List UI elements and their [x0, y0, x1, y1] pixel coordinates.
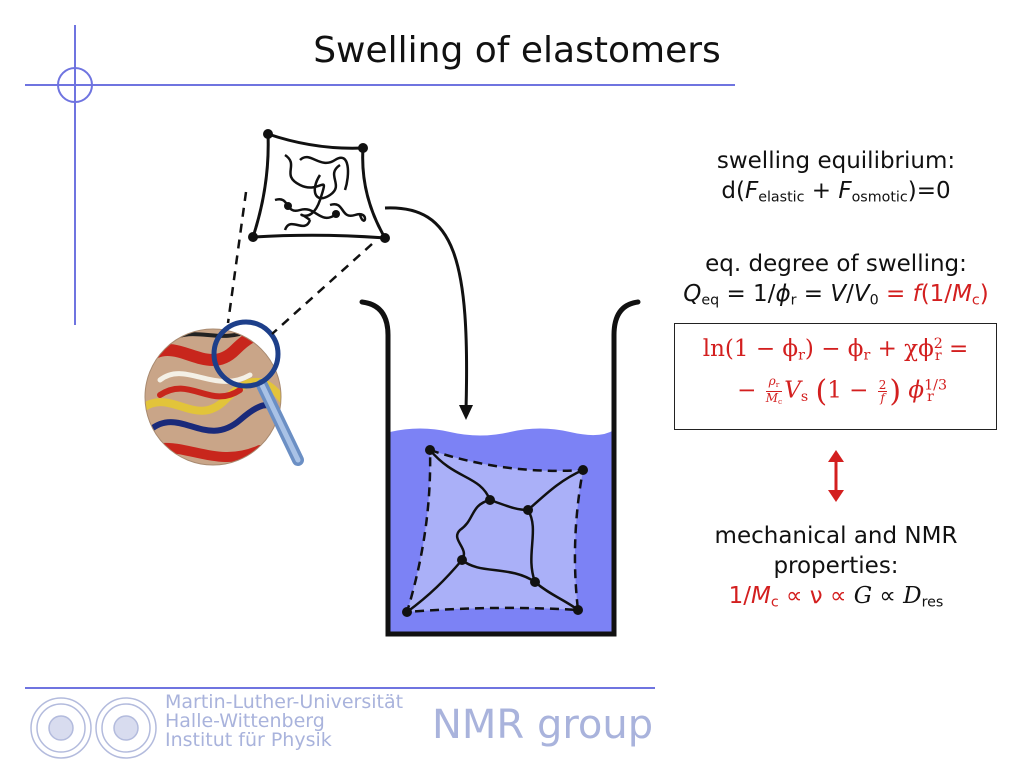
swollen-network: [402, 445, 588, 617]
corner-circle: [57, 67, 93, 103]
group-name: NMR group: [432, 702, 654, 748]
degree-equation: Qeq = 1/ϕr = V/V0 = f(1/Mc): [683, 281, 989, 309]
university-line-1: Martin-Luther-Universität: [165, 691, 404, 713]
equilibrium-equation: d(Felastic + Fosmotic)=0: [721, 178, 951, 206]
equation-line-1: ln(1 − ϕr) − ϕr + χϕ2r =: [702, 336, 969, 364]
properties-line-2: properties:: [773, 553, 899, 579]
university-name: Martin-Luther-Universität Halle-Wittenbe…: [165, 693, 403, 750]
university-seal-icon: [30, 697, 157, 759]
equilibrium-block: swelling equilibrium: d(Felastic + Fosmo…: [686, 146, 986, 213]
university-line-3: Institut für Physik: [165, 729, 332, 751]
equilibrium-heading: swelling equilibrium:: [716, 148, 956, 174]
dry-network: [248, 129, 390, 243]
degree-heading: eq. degree of swelling:: [705, 251, 967, 277]
degree-block: eq. degree of swelling: Qeq = 1/ϕr = V/V…: [660, 249, 1012, 316]
beaker: [359, 299, 641, 637]
properties-line-1: mechanical and NMR: [714, 523, 958, 549]
magnifier-icon: [211, 319, 304, 466]
swelling-illustration: [144, 129, 641, 637]
double-arrow-icon: [828, 450, 844, 502]
properties-block: mechanical and NMR properties: 1/Mc ∝ ν …: [680, 521, 992, 618]
university-line-2: Halle-Wittenberg: [165, 710, 325, 732]
page-title: Swelling of elastomers: [313, 30, 721, 71]
properties-relation: 1/Mc ∝ ν ∝ G ∝ Dres: [728, 583, 944, 611]
